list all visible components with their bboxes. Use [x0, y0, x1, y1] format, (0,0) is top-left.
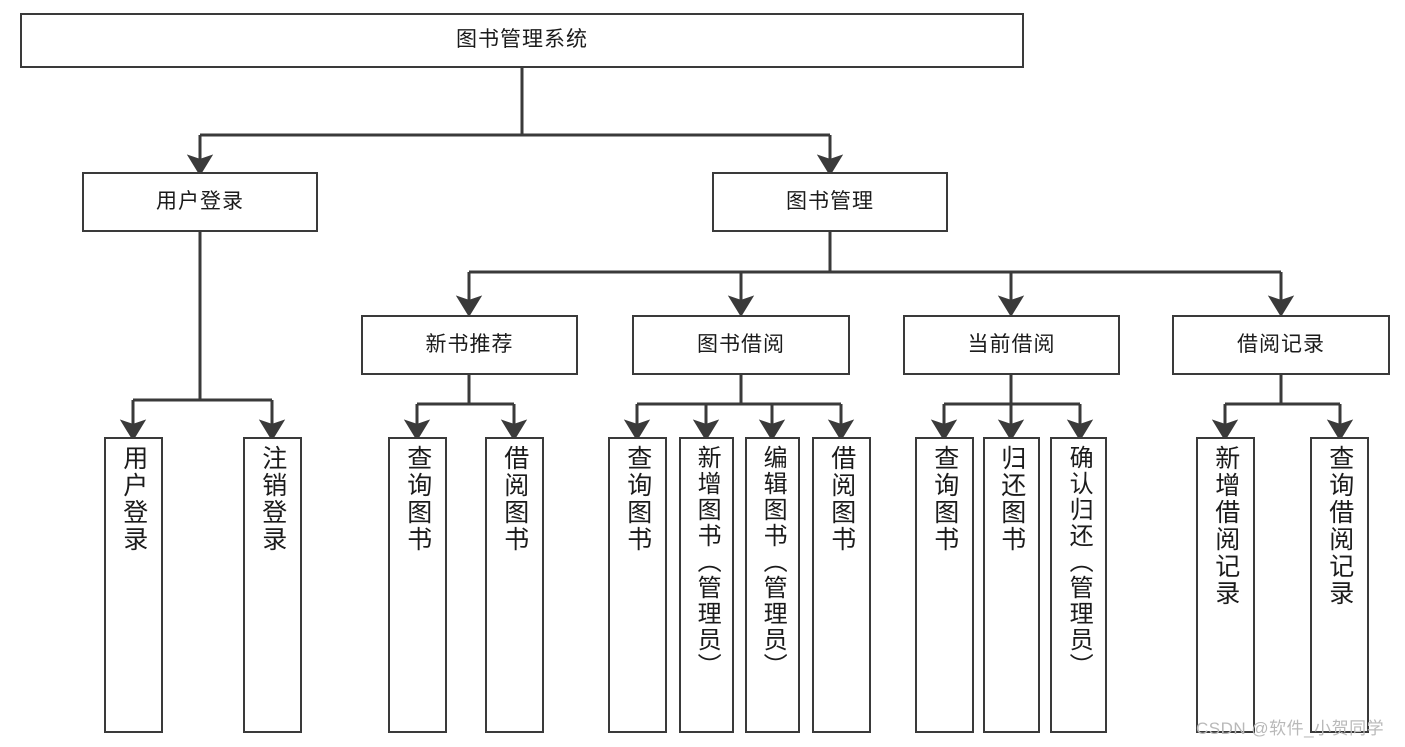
leaf-edit-book-admin[interactable]: 编辑图书（管理员） — [745, 437, 800, 733]
node-label: 用户登录 — [119, 445, 148, 553]
leaf-borrow-book[interactable]: 借阅图书 — [812, 437, 871, 733]
leaf-user-login[interactable]: 用户登录 — [104, 437, 163, 733]
node-label: 新增图书（管理员） — [693, 445, 721, 679]
node-label: 借阅图书 — [827, 445, 856, 553]
node-label: 注销登录 — [258, 445, 287, 553]
node-label: 借阅记录 — [1237, 332, 1325, 356]
node-label: 查询图书 — [403, 445, 432, 553]
watermark-text: CSDN @软件_小贺同学 — [1196, 719, 1385, 738]
node-label: 编辑图书（管理员） — [759, 445, 787, 679]
node-current-borrow[interactable]: 当前借阅 — [903, 315, 1120, 375]
node-label: 查询借阅记录 — [1325, 445, 1354, 607]
node-user-login[interactable]: 用户登录 — [82, 172, 318, 232]
node-label: 归还图书 — [997, 445, 1026, 553]
leaf-query-book-current[interactable]: 查询图书 — [915, 437, 974, 733]
node-label: 图书管理 — [786, 189, 874, 213]
leaf-logout[interactable]: 注销登录 — [243, 437, 302, 733]
leaf-add-book-admin[interactable]: 新增图书（管理员） — [679, 437, 734, 733]
leaf-add-borrow-record[interactable]: 新增借阅记录 — [1196, 437, 1255, 733]
node-label: 用户登录 — [156, 189, 244, 213]
leaf-borrow-book-recommend[interactable]: 借阅图书 — [485, 437, 544, 733]
node-label: 查询图书 — [623, 445, 652, 553]
node-label: 确认归还（管理员） — [1065, 445, 1093, 679]
node-new-book-recommend[interactable]: 新书推荐 — [361, 315, 578, 375]
node-root[interactable]: 图书管理系统 — [20, 13, 1024, 68]
leaf-query-book-borrow[interactable]: 查询图书 — [608, 437, 667, 733]
leaf-confirm-return-admin[interactable]: 确认归还（管理员） — [1050, 437, 1107, 733]
node-label: 图书管理系统 — [456, 28, 588, 52]
node-label: 当前借阅 — [967, 332, 1056, 356]
node-label: 查询图书 — [930, 445, 959, 553]
node-label: 新书推荐 — [425, 332, 514, 356]
leaf-query-borrow-record[interactable]: 查询借阅记录 — [1310, 437, 1369, 733]
node-book-management[interactable]: 图书管理 — [712, 172, 948, 232]
node-label: 借阅图书 — [500, 445, 529, 553]
node-label: 新增借阅记录 — [1211, 445, 1240, 607]
node-borrow-record[interactable]: 借阅记录 — [1172, 315, 1390, 375]
node-book-borrow[interactable]: 图书借阅 — [632, 315, 850, 375]
node-label: 图书借阅 — [697, 332, 785, 356]
leaf-query-book-recommend[interactable]: 查询图书 — [388, 437, 447, 733]
leaf-return-book[interactable]: 归还图书 — [983, 437, 1040, 733]
